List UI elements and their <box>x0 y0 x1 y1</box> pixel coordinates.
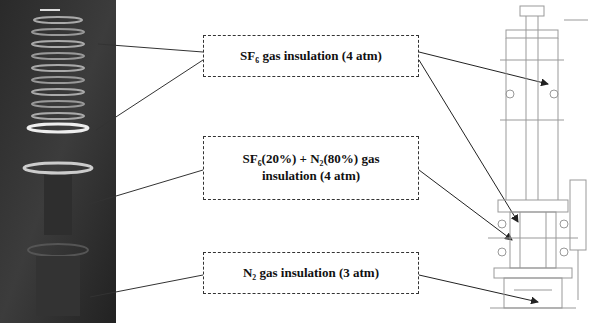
engineering-drawing <box>488 6 588 308</box>
dashed-label-box: SF₆ gas insulation (4 atm) <box>203 35 419 77</box>
photo <box>0 0 116 323</box>
box-label: SF₆ gas insulation (4 atm) <box>232 44 390 69</box>
leader-lines <box>86 44 203 297</box>
box-label: SF₆(20%) + N₂(80%) gas insulation (4 atm… <box>226 147 396 189</box>
pointer-arrows <box>419 52 548 302</box>
dashed-label-box: SF₆(20%) + N₂(80%) gas insulation (4 atm… <box>203 136 419 200</box>
photo-details <box>24 10 92 316</box>
box-label: N₂ gas insulation (3 atm) <box>235 261 387 286</box>
dashed-label-box: N₂ gas insulation (3 atm) <box>203 252 419 294</box>
